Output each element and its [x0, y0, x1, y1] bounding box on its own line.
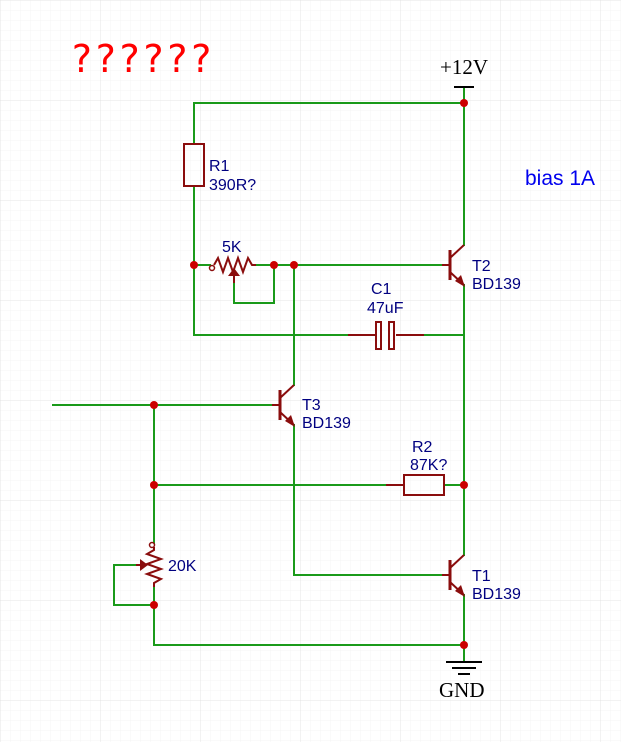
- potentiometer-5k[interactable]: 5K: [208, 239, 257, 283]
- resistor-r2[interactable]: R2 87K?: [386, 439, 447, 496]
- junction-dot: [150, 481, 158, 489]
- r2-ref: R2: [412, 439, 433, 456]
- transistor-t3[interactable]: T3 BD139: [272, 384, 351, 432]
- t2-ref: T2: [472, 258, 491, 275]
- ground-symbol: GND: [439, 661, 485, 702]
- r1-value: 390R?: [209, 177, 256, 194]
- junction-dot: [150, 401, 158, 409]
- junction-dot: [460, 481, 468, 489]
- pot-20k-value: 20K: [168, 558, 197, 575]
- resistor-r1[interactable]: R1 390R?: [183, 143, 256, 194]
- power-label-gnd: GND: [439, 678, 485, 702]
- junction-dot: [290, 261, 298, 269]
- transistor-t2[interactable]: T2 BD139: [442, 244, 521, 293]
- junction-dot: [190, 261, 198, 269]
- r2-value: 87K?: [410, 457, 447, 474]
- bias-note: bias 1A: [525, 167, 595, 190]
- power-symbol-vcc: +12V: [440, 55, 488, 88]
- t3-part: BD139: [302, 415, 351, 432]
- c1-value: 47uF: [367, 300, 404, 317]
- capacitor-c1[interactable]: C1 47uF: [348, 281, 424, 350]
- junction-dot: [460, 641, 468, 649]
- t2-part: BD139: [472, 276, 521, 293]
- junction-dot: [270, 261, 278, 269]
- r1-ref: R1: [209, 158, 230, 175]
- t1-part: BD139: [472, 586, 521, 603]
- pot-5k-value: 5K: [222, 239, 242, 256]
- t1-ref: T1: [472, 568, 491, 585]
- transistor-t1[interactable]: T1 BD139: [442, 554, 521, 603]
- potentiometer-20k[interactable]: 20K: [136, 541, 197, 588]
- junctions: [150, 99, 468, 649]
- title-question-marks: ??????: [70, 37, 213, 81]
- junction-dot: [150, 601, 158, 609]
- junction-dot: [460, 99, 468, 107]
- t3-ref: T3: [302, 397, 321, 414]
- power-label-vcc: +12V: [440, 55, 488, 79]
- c1-ref: C1: [371, 281, 392, 298]
